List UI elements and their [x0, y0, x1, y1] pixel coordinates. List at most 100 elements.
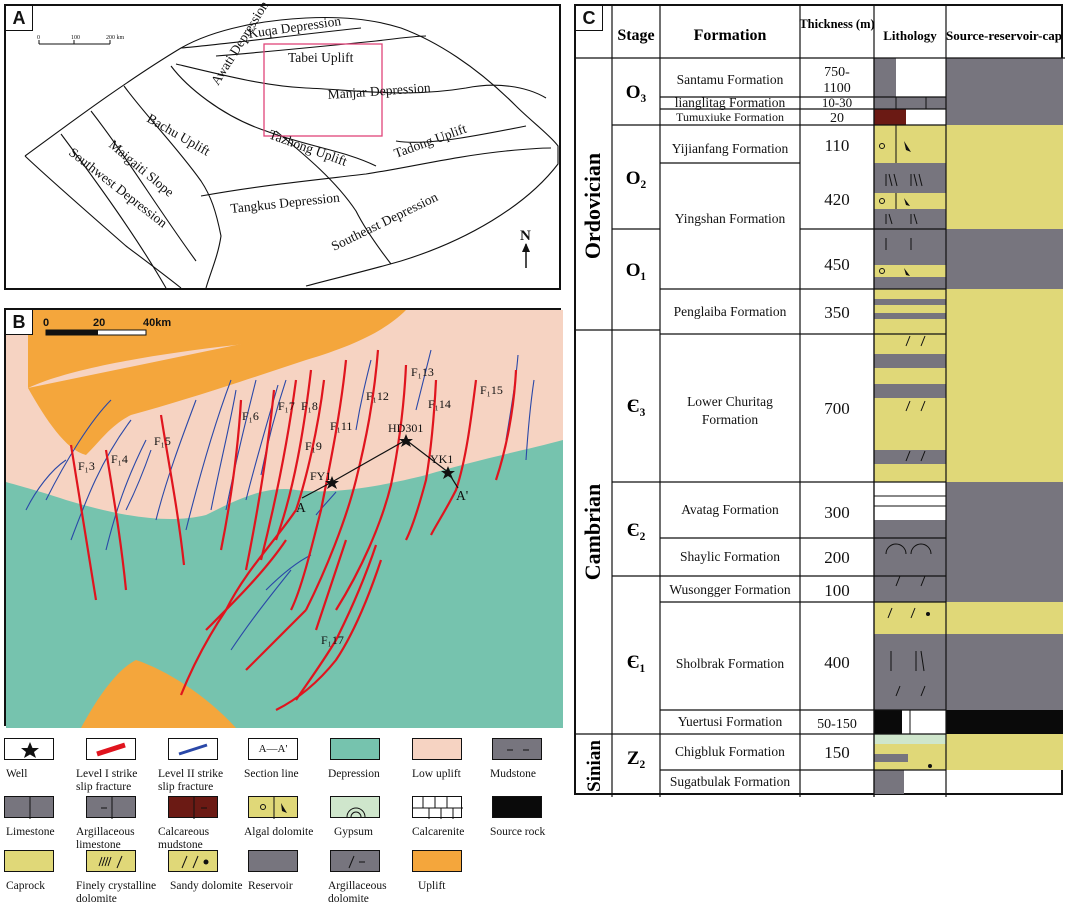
source-reservoir-cap-column: [946, 58, 1063, 770]
tarim-basin-map: 0 100 200 km Kuqa Depression Tabei Uplif…: [24, 0, 559, 289]
thickness-value: 450: [824, 255, 850, 274]
well-label: FY1: [310, 469, 331, 483]
formation-name: Avatag Formation: [681, 502, 779, 517]
panel-b: B: [4, 308, 563, 728]
fault-label: F₁15: [480, 383, 503, 397]
series-label: Z₂: [627, 748, 646, 769]
series-label: O₃: [626, 82, 647, 103]
series-label: Є₂: [627, 520, 646, 541]
fault-label: F₁13: [411, 365, 434, 379]
region-label: Tazhong Uplift: [267, 127, 349, 169]
thickness-value: 20: [830, 111, 844, 126]
lithology-column: [874, 58, 946, 794]
limestone-swatch: [4, 796, 54, 819]
algal-dolomite-swatch: [248, 796, 298, 819]
system-cambrian: Cambrian: [580, 484, 605, 581]
region-label: Southeast Depression: [329, 189, 441, 254]
header-source-reservoir-cap: Source-reservoir-cap: [946, 28, 1062, 43]
formation-name: Penglaiba Formation: [674, 304, 787, 319]
source-rock-swatch: [492, 796, 542, 818]
header-formation: Formation: [694, 27, 767, 44]
section-line-icon: A—A': [248, 738, 298, 760]
reservoir-swatch: [248, 850, 298, 872]
blue-bar-icon: [168, 738, 218, 760]
series-label: O₁: [626, 260, 646, 281]
region-label: Tangkus Depression: [230, 190, 341, 216]
svg-text:200 km: 200 km: [106, 35, 125, 41]
well-label: HD301: [388, 421, 423, 435]
fault-label: F₁7: [278, 399, 295, 413]
region-label: Tabei Uplift: [288, 50, 354, 65]
series-label: Є₁: [627, 652, 646, 673]
series-label: Є₃: [627, 396, 646, 417]
system-ordovician: Ordovician: [580, 153, 605, 259]
formation-name: Formation: [702, 412, 758, 427]
panel-c: C: [574, 4, 1065, 797]
thickness-value: 300: [824, 503, 850, 522]
fault-map: A A' FY1 HD301 YK1 F₁3 F₁4 F₁5 F₁6 F₁7 F…: [6, 310, 563, 728]
fault-label: F₁12: [366, 389, 389, 403]
fault-label: F₁8: [301, 399, 318, 413]
fault-label: F₁5: [154, 434, 171, 448]
header-lithology: Lithology: [883, 28, 937, 43]
thickness-value: 420: [824, 190, 850, 209]
caprock-swatch: [4, 850, 54, 872]
formation-name: Yijianfang Formation: [672, 141, 789, 156]
legend: Well Level I strike slip fracture Level …: [4, 738, 564, 905]
mudstone-swatch: [492, 738, 542, 760]
sandy-dolomite-swatch: [168, 850, 218, 872]
thickness-value: 400: [824, 653, 850, 672]
thickness-value: 50-150: [817, 717, 857, 732]
thickness-value: 700: [824, 399, 850, 418]
panel-a-label: A: [6, 6, 33, 31]
formation-name: Tumuxiuke Formation: [676, 110, 784, 124]
formation-name: Lower Churitag: [687, 394, 773, 409]
header-stage: Stage: [617, 27, 654, 44]
formation-name: Sugatbulak Formation: [670, 774, 791, 789]
fault-label: F₁14: [428, 397, 451, 411]
depression-swatch: [330, 738, 380, 760]
thickness-value: 100: [824, 581, 850, 600]
north-arrow-icon: N: [520, 228, 531, 268]
study-area-box: [263, 43, 383, 137]
svg-text:0: 0: [43, 317, 49, 329]
system-sinian: Sinian: [584, 740, 605, 792]
thickness-value: 350: [824, 303, 850, 322]
region-label: Manjar Depression: [327, 80, 431, 102]
star-icon: [4, 738, 54, 760]
uplift-swatch: [412, 850, 462, 872]
thickness-value: 110: [825, 136, 850, 155]
region-label: Tadong Uplift: [392, 121, 469, 161]
arg-dolomite-swatch: [330, 850, 380, 872]
well-markers: [325, 434, 455, 489]
panel-a-scale-bar: 0 100 200 km: [37, 35, 125, 45]
formation-name: Yuertusi Formation: [678, 714, 783, 729]
formation-name: Chigbluk Formation: [675, 744, 785, 759]
svg-text:A: A: [296, 500, 306, 515]
svg-text:0: 0: [37, 35, 40, 41]
formation-name: Wusongger Formation: [669, 582, 791, 597]
fine-dolomite-swatch: [86, 850, 136, 872]
svg-text:20: 20: [93, 317, 105, 329]
fault-label: F₁9: [305, 439, 322, 453]
formation-name: Santamu Formation: [677, 72, 784, 87]
thickness-value: 750-: [824, 65, 850, 80]
formation-name: Shaylic Formation: [680, 549, 780, 564]
panel-b-label: B: [6, 310, 33, 335]
fault-label: F₁3: [78, 459, 95, 473]
series-label: O₂: [626, 168, 647, 189]
fault-label: F₁4: [111, 452, 128, 466]
thickness-value: 200: [824, 548, 850, 567]
panel-c-label: C: [576, 6, 603, 31]
thickness-value: 1100: [823, 81, 850, 96]
fault-label: F₁6: [242, 409, 259, 423]
calc-mudstone-swatch: [168, 796, 218, 819]
red-bar-icon: [86, 738, 136, 760]
formation-name: Sholbrak Formation: [676, 656, 785, 671]
arg-limestone-swatch: [86, 796, 136, 819]
fault-label: F₁17: [321, 633, 344, 647]
header-thickness: Thickness (m): [799, 17, 874, 31]
thickness-value: 150: [824, 743, 850, 762]
panel-b-scale-bar: 0 20 40km: [43, 317, 171, 336]
gypsum-swatch: [330, 796, 380, 818]
